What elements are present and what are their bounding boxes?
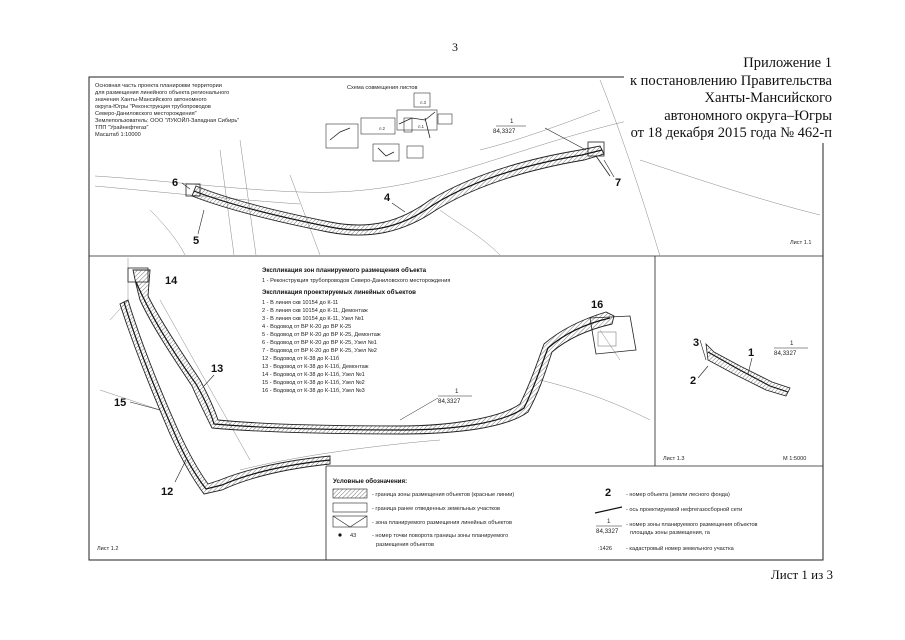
legend-num-sample: 2 <box>605 487 611 499</box>
object-number: 12 <box>161 486 173 498</box>
object-item: 2 - В линия скв 10154 до К-11, Демонтаж <box>262 308 368 314</box>
object-number: 13 <box>211 363 223 375</box>
project-info-line: Масштаб 1:10000 <box>95 132 141 138</box>
legend-item: - ось проектируемой нефтегазосборной сет… <box>626 506 742 513</box>
svg-text:л.1: л.1 <box>418 124 425 129</box>
map-scale: М 1:5000 <box>783 456 806 462</box>
object-number: 5 <box>193 235 199 247</box>
zone-fraction-top: 1 <box>455 388 459 395</box>
zone-fraction-top: 1 <box>790 340 794 347</box>
legend-item: - граница зоны размещения объектов (крас… <box>372 492 514 498</box>
sheet-counter: Лист 1 из 3 <box>770 567 833 582</box>
appendix-header: Приложение 1 к постановлению Правительст… <box>624 55 832 143</box>
svg-text:л.3: л.3 <box>420 100 427 105</box>
project-info-line: ТПП "Урайнефтегаз" <box>95 124 148 131</box>
sheet-label: Лист 1.3 <box>663 456 685 462</box>
object-item: 7 - Водовод от ВР К-20 до ВР К-25, Узел … <box>262 348 377 354</box>
legend-item: - номер зоны планируемого размещения объ… <box>626 522 758 528</box>
legend-item: площадь зоны размещения, га <box>630 530 711 536</box>
object-number: 4 <box>384 192 391 204</box>
sheet2-map: 14 13 15 12 16 1 84,3327 Лист 1.2 <box>97 258 651 552</box>
object-item: 3 - В линия скв 10154 до К-11, Узел №1 <box>262 316 364 322</box>
zones-title: Экспликация зон планируемого размещения … <box>262 267 427 274</box>
project-info-line: для размещения линейного объекта региона… <box>95 89 229 96</box>
object-number: 16 <box>591 299 603 311</box>
appendix-line: автономного округа–Югры <box>664 107 832 124</box>
object-item: 12 - Водовод от К-38 до К-11б <box>262 356 339 362</box>
project-info-line: Северо-Даниловского месторождения" <box>95 111 197 117</box>
zone-fraction-bottom: 84,3327 <box>774 350 797 357</box>
project-info-line: Землепользователь: ООО "ЛУКОЙЛ-Западная … <box>95 116 239 124</box>
object-number: 15 <box>114 397 126 409</box>
page-number: 3 <box>452 40 458 54</box>
objects-title: Экспликация проектируемых линейных объек… <box>262 289 416 296</box>
object-item: 4 - Водовод от ВР К-20 до ВР К-25 <box>262 324 351 330</box>
appendix-line: к постановлению Правительства <box>630 72 832 89</box>
legend-frac-top: 1 <box>607 518 611 525</box>
legend-title: Условные обозначения: <box>333 478 407 485</box>
legend-point-sample: 43 <box>350 533 356 539</box>
legend: Условные обозначения: - граница зоны раз… <box>332 478 758 552</box>
object-number: 2 <box>690 375 696 387</box>
svg-text:л.2: л.2 <box>379 126 386 131</box>
object-item: 16 - Водовод от К-38 до К-11б, Узел №3 <box>262 388 365 394</box>
zone-fraction-bottom: 84,3327 <box>493 128 516 135</box>
explication-block: Экспликация зон планируемого размещения … <box>262 267 450 394</box>
sheet1-map: 6 5 4 7 1 84,3327 Лист 1.1 <box>94 79 821 257</box>
object-item: 14 - Водовод от К-38 до К-11б, Узел №1 <box>262 372 365 378</box>
zone-fraction-bottom: 84,3327 <box>438 398 461 405</box>
scheme-title: Схема совмещения листов <box>347 85 417 91</box>
object-item: 1 - В линия скв 10154 до К-11 <box>262 300 338 306</box>
sheet-label: Лист 1.2 <box>97 546 119 552</box>
project-info-line: Основная часть проекта планировки террит… <box>95 83 222 89</box>
object-item: 5 - Водовод от ВР К-20 до ВР К-25, Демон… <box>262 332 381 338</box>
legend-frac-bottom: 84,3327 <box>596 528 619 535</box>
drawing-frame <box>88 76 824 561</box>
object-number: 1 <box>748 347 754 359</box>
appendix-line: от 18 декабря 2015 года № 462-п <box>630 125 832 141</box>
sheet-label: Лист 1.1 <box>790 240 812 246</box>
legend-item: - кадастровый номер земельного участка <box>626 545 735 552</box>
project-info-block: Основная часть проекта планировки террит… <box>95 83 239 138</box>
object-number: 3 <box>693 337 699 349</box>
appendix-title: Приложение 1 <box>743 55 832 71</box>
legend-item: - номер объекта (земли лесного фонда) <box>626 492 730 498</box>
object-number: 6 <box>172 177 178 189</box>
zone-item: 1 - Реконструкция трубопроводов Северо-Д… <box>262 278 450 284</box>
legend-cadastral-sample: :1426 <box>598 546 612 552</box>
object-item: 15 - Водовод от К-38 до К-11б, Узел №2 <box>262 380 365 386</box>
appendix-line: Ханты-Мансийского <box>704 90 832 106</box>
sheet-alignment-scheme: Схема совмещения листов л.3 л.2 л.1 <box>325 85 453 162</box>
zone-fraction-top: 1 <box>510 118 514 125</box>
project-info-line: значения Ханты-Мансийского автономного <box>95 96 207 103</box>
legend-item: размещения объектов <box>376 542 434 548</box>
object-number: 14 <box>165 275 178 287</box>
object-number: 7 <box>615 177 621 189</box>
object-item: 6 - Водовод от ВР К-20 до ВР К-25, Узел … <box>262 340 377 346</box>
project-info-line: округа-Югры "Реконструкция трубопроводов <box>95 104 211 110</box>
legend-item: - зона планируемого размещения линейных … <box>372 519 512 526</box>
legend-item: - номер точки поворота границы зоны план… <box>372 533 508 539</box>
object-item: 13 - Водовод от К-38 до К-11б, Демонтаж <box>262 364 369 370</box>
legend-item: - граница ранее отведенных земельных уча… <box>372 506 500 512</box>
sheet3-map: 3 2 1 1 84,3327 Лист 1.3 М 1:5000 <box>663 337 808 462</box>
